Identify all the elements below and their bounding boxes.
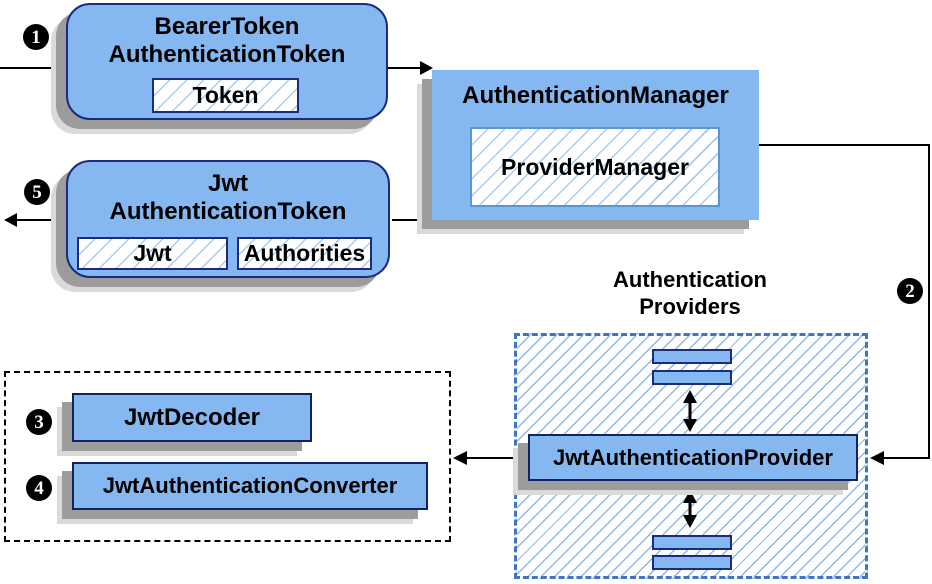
authorities-field: Authorities <box>237 237 372 270</box>
authentication-providers-heading-line1: Authentication <box>613 267 767 292</box>
provider-manager-label: ProviderManager <box>501 153 689 180</box>
jwt-field: Jwt <box>77 237 228 270</box>
step-1-badge: 1 <box>23 24 49 50</box>
authentication-manager-node: AuthenticationManager ProviderManager <box>432 70 759 220</box>
jwt-authentication-token-node: Jwt AuthenticationToken Jwt Authorities <box>66 160 390 278</box>
jwt-authentication-converter-node: JwtAuthenticationConverter <box>72 462 428 510</box>
jwt-authentication-provider-label: JwtAuthenticationProvider <box>553 444 833 470</box>
bearer-token-authentication-token-node: BearerToken AuthenticationToken Token <box>66 3 388 120</box>
jwt-decoder-label: JwtDecoder <box>123 403 261 431</box>
authentication-providers-heading: Authentication Providers <box>580 266 800 320</box>
step-3-badge: 3 <box>26 409 52 435</box>
bearer-token-title-line2: AuthenticationToken <box>108 41 346 68</box>
jwt-authentication-converter-label: JwtAuthenticationConverter <box>102 473 398 498</box>
token-field-label: Token <box>192 82 259 108</box>
jwt-token-title-line1: Jwt <box>207 170 248 197</box>
authentication-providers-heading-line2: Providers <box>639 294 741 319</box>
bearer-token-title-line1: BearerToken <box>154 13 300 40</box>
provider-placeholder-bar <box>652 535 732 550</box>
jwt-authentication-provider-node: JwtAuthenticationProvider <box>528 434 858 481</box>
authorities-field-label: Authorities <box>243 240 366 266</box>
step-5-badge: 5 <box>24 179 50 205</box>
manager-to-provider-arrowhead <box>870 451 884 465</box>
step-4-badge: 4 <box>26 475 52 501</box>
authentication-manager-title: AuthenticationManager <box>462 82 729 109</box>
jwt-token-title-line2: AuthenticationToken <box>109 198 347 225</box>
provider-placeholder-bar <box>652 349 732 364</box>
provider-placeholder-bar <box>652 370 732 385</box>
jwt-field-label: Jwt <box>133 240 172 266</box>
provider-placeholder-bar <box>652 555 732 570</box>
step-2-badge: 2 <box>897 278 923 304</box>
token-field: Token <box>152 78 299 113</box>
jwt-decoder-node: JwtDecoder <box>72 393 312 442</box>
jwt-components-group-box <box>4 371 451 542</box>
provider-manager-box: ProviderManager <box>470 127 720 207</box>
provider-to-components-arrowhead <box>453 451 467 465</box>
outgoing-result-arrowhead <box>4 213 17 227</box>
